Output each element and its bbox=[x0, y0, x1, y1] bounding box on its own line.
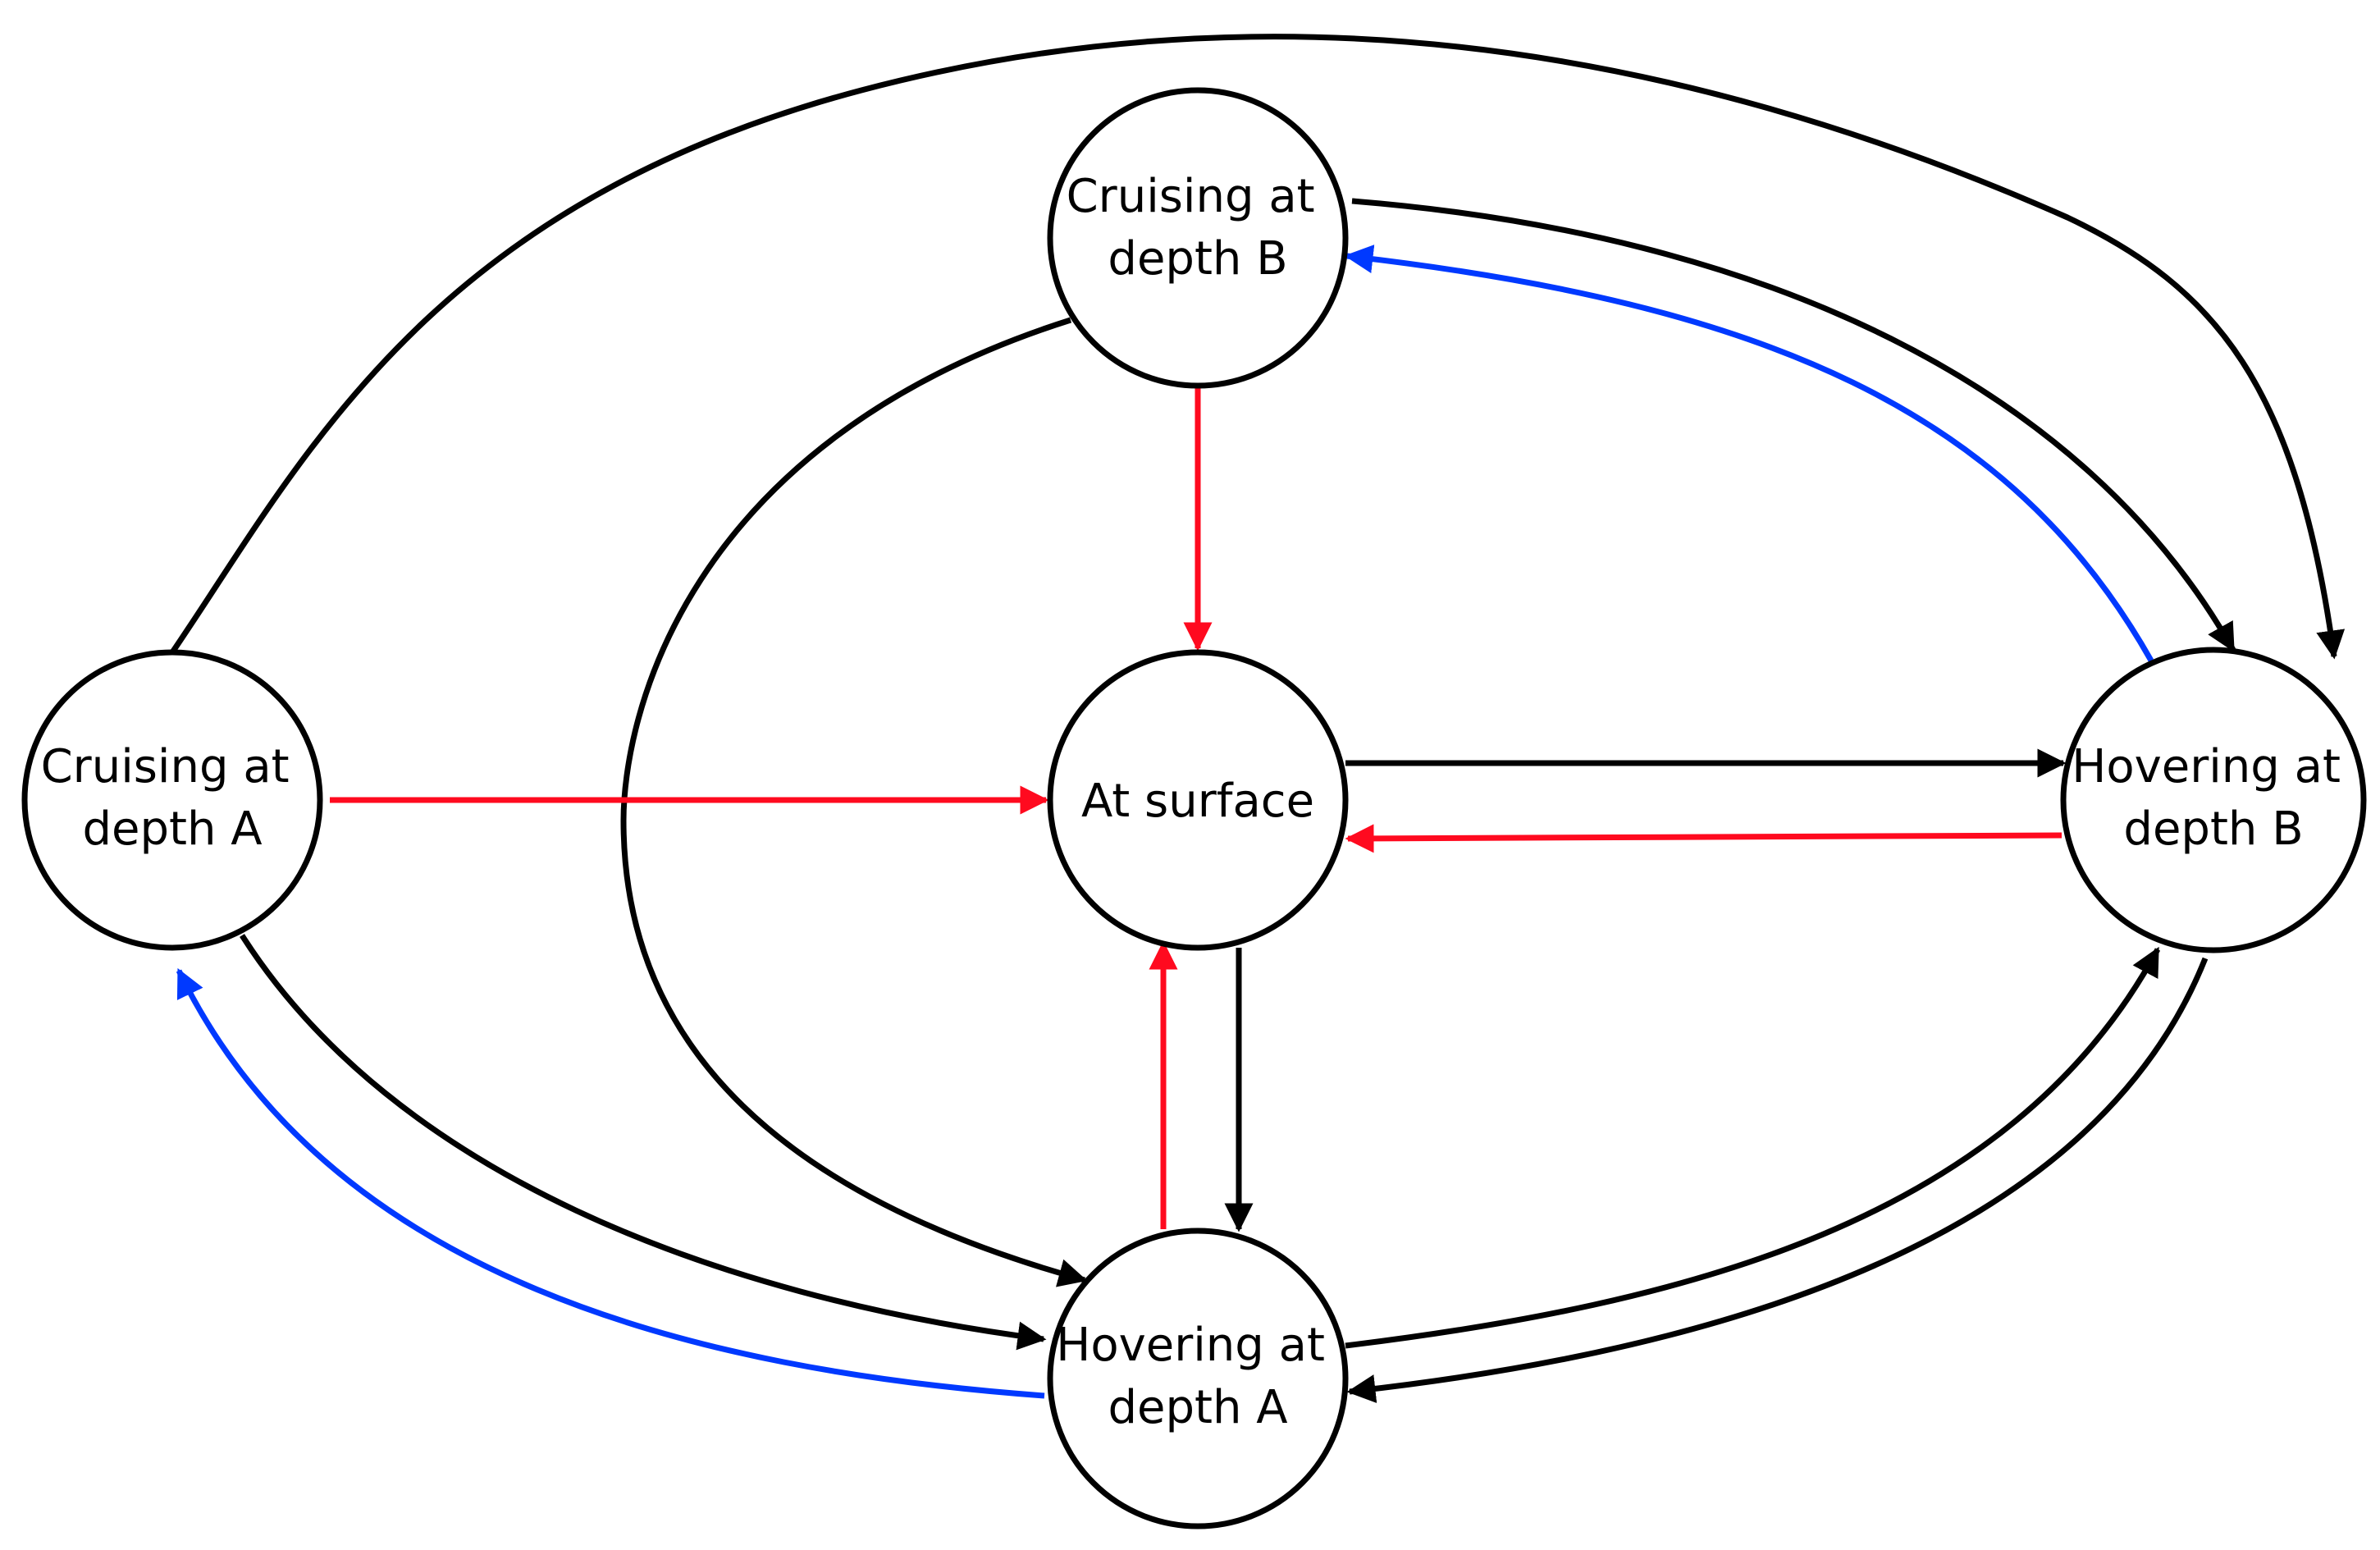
state-node-hovering-depth-b: Hovering at depth B bbox=[2060, 647, 2367, 953]
state-label-hovering-depth-a-line2: depth A bbox=[1108, 1381, 1287, 1434]
state-node-at-surface: At surface bbox=[1047, 649, 1349, 951]
edge-cruise-a-to-hover-a bbox=[240, 934, 1047, 1351]
state-label-cruising-depth-b-line1: Cruising at bbox=[1067, 170, 1315, 223]
edges bbox=[170, 34, 2346, 1403]
svg-text:Hovering at depth B: Hovering at depth B bbox=[2072, 740, 2355, 856]
state-label-cruising-depth-a-line2: depth A bbox=[82, 802, 262, 856]
edge-hover-b-to-hover-a bbox=[1346, 957, 2209, 1403]
state-node-cruising-depth-a: Cruising at depth A bbox=[21, 649, 323, 951]
state-label-cruising-depth-b-line2: depth B bbox=[1108, 232, 1287, 286]
svg-text:At surface: At surface bbox=[1081, 775, 1314, 828]
svg-text:Cruising at depth A: Cruising at depth A bbox=[41, 740, 304, 856]
svg-text:Hovering at depth A: Hovering at depth A bbox=[1056, 1319, 1339, 1434]
state-label-hovering-depth-b-line2: depth B bbox=[2123, 802, 2303, 856]
edge-cruise-b-to-hover-a bbox=[620, 317, 1088, 1287]
state-label-hovering-depth-b-line1: Hovering at bbox=[2072, 740, 2341, 793]
state-node-cruising-depth-b: Cruising at depth B bbox=[1047, 87, 1349, 389]
svg-text:Cruising at depth B: Cruising at depth B bbox=[1067, 170, 1330, 286]
edge-hover-b-to-cruise-b bbox=[1344, 245, 2154, 662]
state-label-hovering-depth-a-line1: Hovering at bbox=[1056, 1319, 1325, 1372]
edge-hover-a-to-hover-b bbox=[1345, 946, 2161, 1349]
edge-cruise-a-to-hover-b bbox=[170, 34, 2346, 660]
edge-hover-b-to-surface bbox=[1345, 824, 2063, 853]
state-node-hovering-depth-a: Hovering at depth A bbox=[1047, 1228, 1349, 1529]
edge-hover-a-to-cruise-a bbox=[176, 967, 1045, 1399]
edge-cruise-b-to-hover-b bbox=[1351, 198, 2236, 653]
state-label-at-surface: At surface bbox=[1081, 775, 1314, 828]
state-label-cruising-depth-a-line1: Cruising at bbox=[41, 740, 290, 793]
